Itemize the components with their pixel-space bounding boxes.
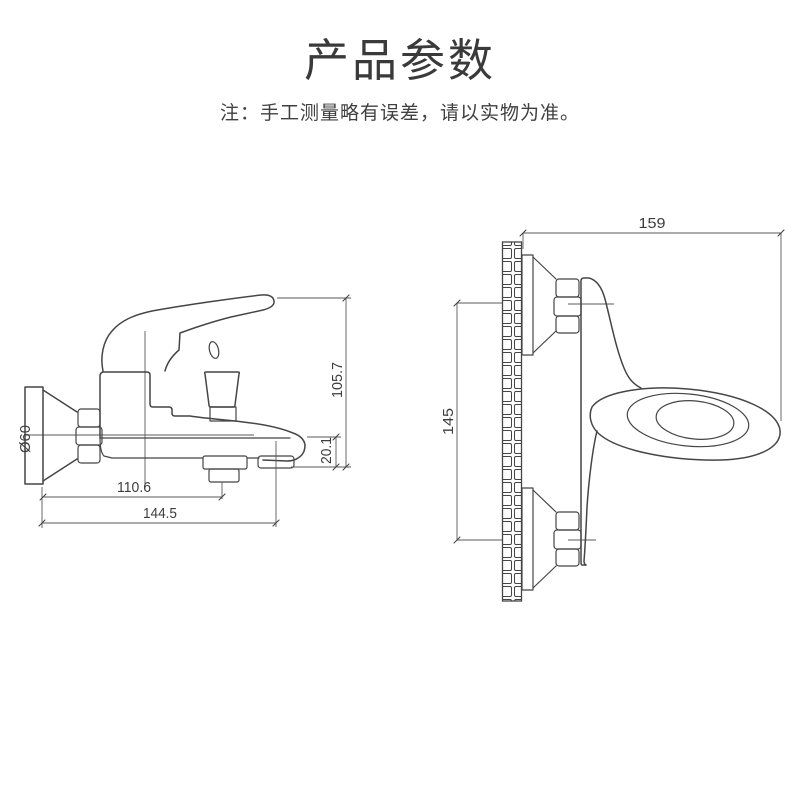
dim-label-flange-diameter: Ø60 [17, 425, 34, 453]
dim-ticks [38, 519, 280, 527]
dim-ticks [39, 493, 226, 501]
front-view-drawing: 159 145 [440, 215, 785, 602]
side-view-drawing: 110.6 144.5 105.7 20.1 Ø60 [17, 294, 351, 528]
nut-segment [77, 444, 101, 464]
extension-lines [41, 297, 351, 528]
escutcheon-cone [532, 489, 557, 589]
dim-ticks [453, 299, 461, 544]
body-profile-upper [580, 277, 642, 566]
check-valve-nut [75, 408, 103, 464]
bottom-inlet-escutcheon [521, 487, 596, 591]
dim-label-inlet-spacing: 145 [440, 408, 457, 435]
lever-handle [101, 294, 275, 372]
flange-cone [42, 389, 78, 482]
handle-outer-shell [589, 387, 781, 461]
dim-spout-reach: 144.5 [38, 505, 280, 527]
handle-middle-ring [626, 392, 750, 448]
dim-label-overall-height: 105.7 [329, 362, 346, 398]
stub-lower [208, 468, 240, 483]
page-title: 产品参数 [303, 35, 496, 86]
diverter-knob [203, 371, 241, 408]
extension-lines-front [457, 233, 782, 541]
dim-label-overall-width: 159 [639, 215, 666, 232]
knob-stem [209, 406, 237, 422]
body-profile-lower [583, 430, 598, 566]
handle-inner-ring [655, 400, 735, 440]
nut-segment [77, 408, 101, 428]
dim-overall-height: 105.7 [329, 294, 350, 471]
dim-ticks [342, 294, 350, 471]
dim-inlet-spacing: 145 [440, 299, 461, 544]
wall-flange [24, 386, 44, 485]
escutcheon-cone [532, 256, 557, 354]
dim-ticks [519, 229, 785, 237]
nut-segment [553, 529, 582, 550]
nut-segment [555, 278, 580, 298]
top-inlet-escutcheon [521, 254, 614, 356]
dim-shower-outlet-offset: 110.6 [39, 479, 226, 501]
nut-segment [553, 296, 582, 317]
nut-segment [75, 426, 103, 446]
escutcheon-plate [521, 254, 534, 356]
nut-segment [555, 315, 580, 334]
dim-overall-width: 159 [519, 215, 785, 237]
escutcheon-plate [521, 487, 534, 591]
handle-front-view [589, 387, 781, 461]
dim-ticks [332, 433, 340, 471]
dim-label-shower-outlet-offset: 110.6 [117, 479, 151, 496]
shower-outlet-stub [202, 455, 248, 483]
dim-label-spout-reach: 144.5 [143, 505, 177, 522]
handle-indicator [208, 341, 220, 359]
stub-upper [202, 455, 248, 470]
body-underside-line [99, 437, 260, 459]
dim-label-spout-tip-height: 20.1 [318, 437, 335, 464]
faucet-body-outline [99, 371, 306, 462]
measurement-note: 注：手工测量略有误差，请以实物为准。 [219, 103, 580, 124]
nut-segment [555, 548, 580, 567]
dim-spout-tip-height: 20.1 [318, 433, 340, 471]
nut-segment [555, 511, 580, 531]
wall-hatch-strip [501, 241, 523, 602]
